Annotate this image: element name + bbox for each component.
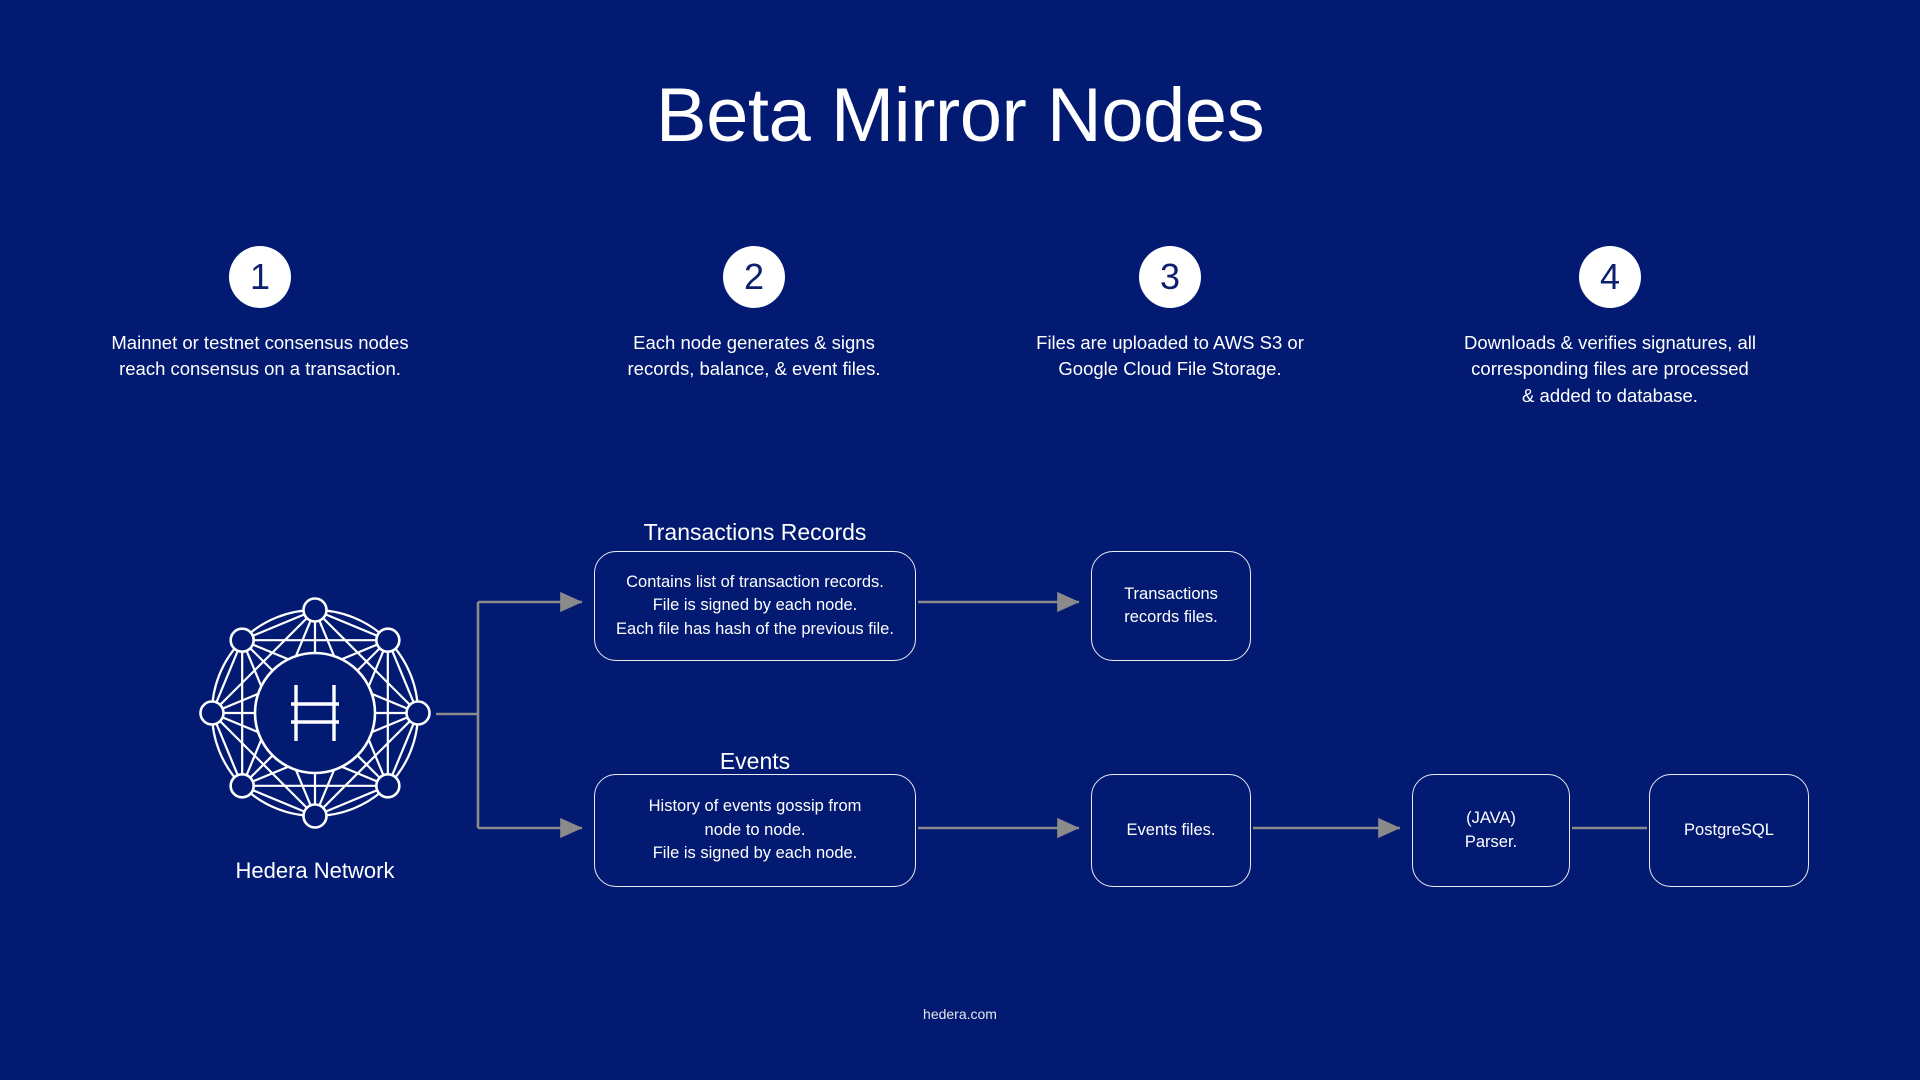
- network-node-1: [302, 597, 328, 623]
- step-description-4: Downloads & verifies signatures, all cor…: [1463, 332, 1757, 406]
- step-1: 1 Mainnet or testnet consensus nodes rea…: [100, 246, 420, 383]
- network-node-7: [199, 700, 225, 726]
- step-3: 3 Files are uploaded to AWS S3 or Google…: [1010, 246, 1330, 383]
- box-transactions-records-files[interactable]: Transactions records files.: [1091, 551, 1251, 661]
- step-number-badge-1: 1: [229, 246, 291, 308]
- step-description-3: Files are uploaded to AWS S3 or Google C…: [1036, 332, 1304, 380]
- step-4: 4 Downloads & verifies signatures, all c…: [1450, 246, 1770, 409]
- step-2: 2 Each node generates & signs records, b…: [594, 246, 914, 383]
- network-node-6: [229, 773, 255, 799]
- step-number-badge-3: 3: [1139, 246, 1201, 308]
- footer-url: hedera.com: [923, 1006, 997, 1022]
- network-node-8: [229, 627, 255, 653]
- network-node-2: [375, 627, 401, 653]
- step-description-2: Each node generates & signs records, bal…: [627, 332, 881, 380]
- box-transactions-records-detail[interactable]: Contains list of transaction records. Fi…: [594, 551, 916, 661]
- caption-transactions-records: Transactions Records: [643, 519, 867, 545]
- network-node-5: [302, 803, 328, 829]
- page-title: Beta Mirror Nodes: [655, 73, 1265, 158]
- box-events-detail[interactable]: History of events gossip from node to no…: [594, 774, 916, 887]
- network-node-4: [375, 773, 401, 799]
- hedera-network-icon: [190, 588, 440, 838]
- network-node-3: [405, 700, 431, 726]
- hedera-network-label: Hedera Network: [235, 858, 395, 883]
- caption-events: Events: [719, 748, 791, 774]
- step-description-1: Mainnet or testnet consensus nodes reach…: [111, 332, 409, 380]
- step-number-badge-4: 4: [1579, 246, 1641, 308]
- box-java-parser[interactable]: (JAVA) Parser.: [1412, 774, 1570, 887]
- box-events-files[interactable]: Events files.: [1091, 774, 1251, 887]
- box-postgresql-database[interactable]: PostgreSQL: [1649, 774, 1809, 887]
- step-number-badge-2: 2: [723, 246, 785, 308]
